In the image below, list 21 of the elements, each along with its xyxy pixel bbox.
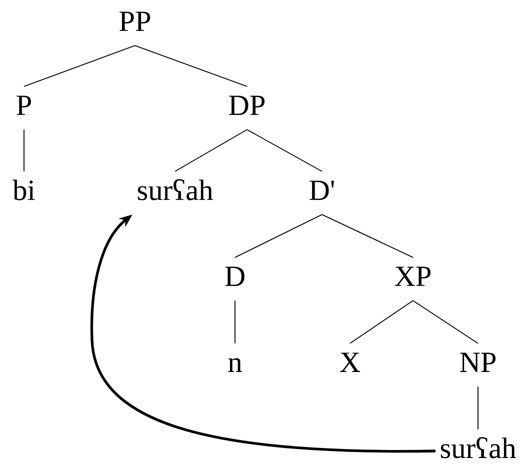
tree-branch xyxy=(174,129,248,172)
tree-branch xyxy=(350,300,414,344)
tree-label: NP xyxy=(460,352,496,372)
tree-label: X xyxy=(340,352,360,372)
tree-branch xyxy=(246,129,322,172)
tree-label: PP xyxy=(120,12,150,31)
tree-label: surʕah xyxy=(440,437,516,458)
tree-branch xyxy=(24,45,136,87)
tree-label: D' xyxy=(310,180,334,200)
tree-label: bi xyxy=(12,180,35,200)
tree-label: P xyxy=(16,96,31,115)
tree-label: XP xyxy=(394,266,431,286)
tree-label: n xyxy=(228,358,242,372)
tree-branch xyxy=(234,214,322,258)
tree-branch xyxy=(234,300,236,344)
tree-label: surʕah xyxy=(138,179,213,200)
tree-label: DP xyxy=(229,96,265,115)
tree-branch xyxy=(412,300,478,344)
tree-label: D xyxy=(225,266,244,286)
tree-branch xyxy=(134,45,248,87)
tree-branch xyxy=(322,214,414,258)
